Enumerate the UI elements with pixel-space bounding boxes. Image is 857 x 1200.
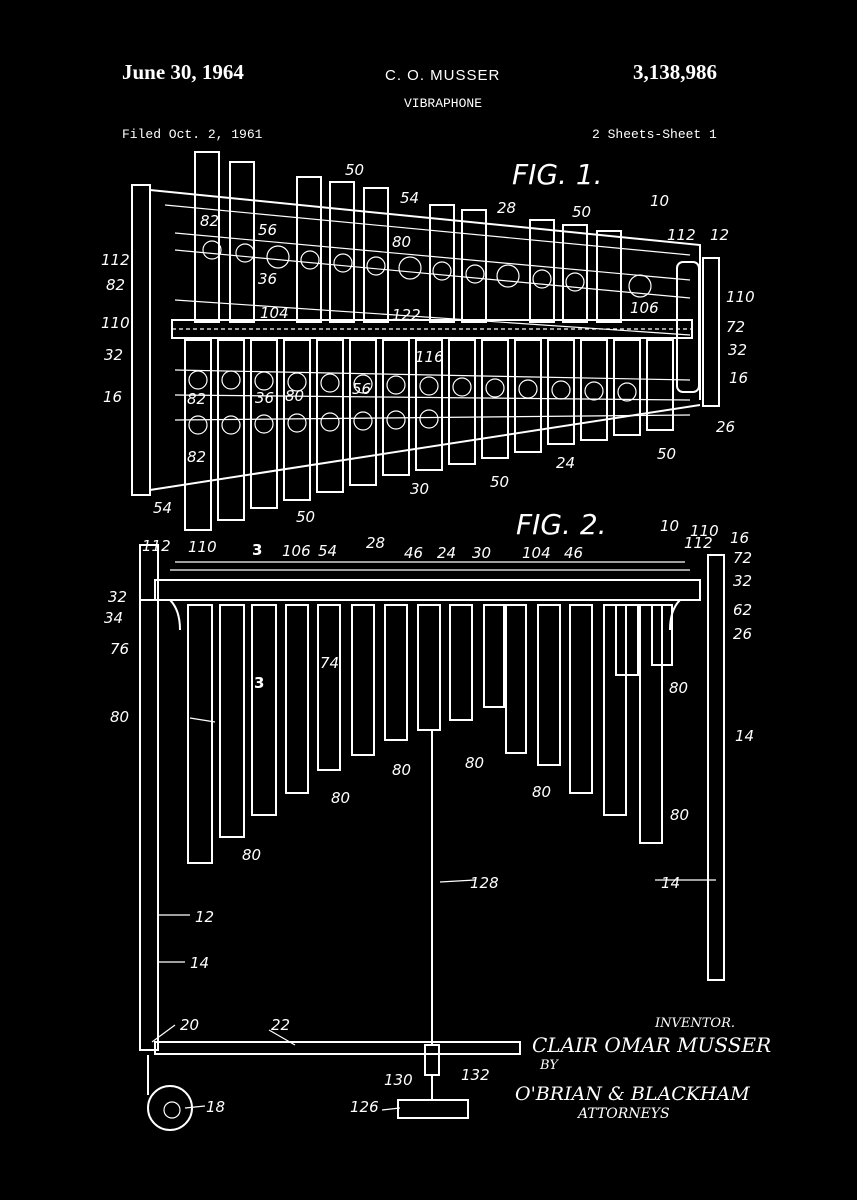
- svg-text:104: 104: [260, 304, 289, 322]
- fig1-label: FIG. 1.: [512, 158, 603, 191]
- svg-text:72: 72: [733, 549, 752, 567]
- svg-text:126: 126: [350, 1098, 379, 1116]
- svg-text:116: 116: [415, 348, 444, 366]
- svg-text:24: 24: [556, 454, 575, 472]
- svg-text:50: 50: [657, 445, 676, 463]
- svg-text:82: 82: [187, 448, 206, 466]
- svg-text:28: 28: [366, 534, 385, 552]
- svg-text:122: 122: [392, 306, 421, 324]
- svg-text:112: 112: [667, 226, 696, 244]
- inventor-header: C. O. MUSSER: [385, 67, 501, 84]
- svg-text:32: 32: [728, 341, 747, 359]
- svg-text:34: 34: [104, 609, 123, 627]
- svg-text:80: 80: [331, 789, 350, 807]
- svg-text:56: 56: [258, 221, 277, 239]
- svg-text:132: 132: [461, 1066, 490, 1084]
- fig2-drawing: [139, 544, 725, 1131]
- svg-text:112: 112: [684, 534, 713, 552]
- svg-text:12: 12: [195, 908, 214, 926]
- fig2-label: FIG. 2.: [516, 508, 607, 541]
- svg-text:76: 76: [110, 640, 129, 658]
- svg-text:110: 110: [101, 314, 130, 332]
- svg-text:10: 10: [660, 517, 679, 535]
- svg-text:110: 110: [726, 288, 755, 306]
- svg-text:32: 32: [108, 588, 127, 606]
- svg-text:12: 12: [710, 226, 729, 244]
- svg-text:50: 50: [296, 508, 315, 526]
- svg-text:26: 26: [716, 418, 735, 436]
- svg-text:50: 50: [572, 203, 591, 221]
- svg-text:112: 112: [101, 251, 130, 269]
- svg-text:14: 14: [735, 727, 754, 745]
- patent-date: June 30, 1964: [122, 60, 244, 84]
- attorneys-name: O'BRIAN & BLACKHAM: [515, 1083, 750, 1105]
- svg-text:80: 80: [532, 783, 551, 801]
- svg-text:54: 54: [400, 189, 419, 207]
- attorneys-label: ATTORNEYS: [578, 1106, 670, 1122]
- svg-text:82: 82: [200, 212, 219, 230]
- filed-date: Filed Oct. 2, 1961: [122, 127, 263, 142]
- svg-text:104: 104: [522, 544, 551, 562]
- svg-text:106: 106: [630, 299, 659, 317]
- inventor-label: INVENTOR.: [655, 1016, 736, 1031]
- svg-text:80: 80: [242, 846, 261, 864]
- svg-text:16: 16: [103, 388, 122, 406]
- patent-number: 3,138,986: [633, 60, 717, 84]
- svg-text:50: 50: [490, 473, 509, 491]
- svg-text:26: 26: [733, 625, 752, 643]
- svg-text:3: 3: [254, 674, 264, 692]
- patent-title: VIBRAPHONE: [404, 96, 483, 111]
- svg-text:28: 28: [497, 199, 516, 217]
- svg-text:72: 72: [726, 318, 745, 336]
- svg-text:82: 82: [187, 390, 206, 408]
- svg-text:3: 3: [252, 541, 262, 559]
- svg-text:110: 110: [188, 538, 217, 556]
- svg-text:50: 50: [345, 161, 364, 179]
- svg-text:32: 32: [733, 572, 752, 590]
- svg-text:110: 110: [690, 522, 719, 540]
- svg-text:36: 36: [258, 270, 277, 288]
- svg-text:106: 106: [282, 542, 311, 560]
- svg-text:80: 80: [392, 233, 411, 251]
- svg-text:54: 54: [318, 542, 337, 560]
- svg-text:130: 130: [384, 1071, 413, 1089]
- svg-text:46: 46: [564, 544, 583, 562]
- by-label: BY: [540, 1058, 558, 1073]
- svg-text:128: 128: [470, 874, 499, 892]
- svg-text:24: 24: [437, 544, 456, 562]
- svg-text:62: 62: [733, 601, 752, 619]
- svg-text:112: 112: [142, 537, 171, 555]
- svg-text:80: 80: [392, 761, 411, 779]
- svg-text:80: 80: [285, 387, 304, 405]
- svg-text:30: 30: [410, 480, 429, 498]
- svg-text:14: 14: [661, 874, 680, 892]
- svg-text:20: 20: [180, 1016, 199, 1034]
- svg-text:16: 16: [730, 529, 749, 547]
- svg-text:46: 46: [404, 544, 423, 562]
- sheet-info: 2 Sheets-Sheet 1: [592, 127, 717, 142]
- svg-text:80: 80: [110, 708, 129, 726]
- inventor-full-name: CLAIR OMAR MUSSER: [532, 1033, 772, 1057]
- svg-text:22: 22: [271, 1016, 290, 1034]
- svg-text:54: 54: [153, 499, 172, 517]
- svg-text:10: 10: [650, 192, 669, 210]
- fig1-drawing: [131, 151, 720, 531]
- svg-text:16: 16: [729, 369, 748, 387]
- svg-text:80: 80: [670, 806, 689, 824]
- svg-text:80: 80: [465, 754, 484, 772]
- svg-text:14: 14: [190, 954, 209, 972]
- svg-text:82: 82: [106, 276, 125, 294]
- svg-text:36: 36: [255, 389, 274, 407]
- svg-text:74: 74: [320, 654, 339, 672]
- svg-text:32: 32: [104, 346, 123, 364]
- svg-text:30: 30: [472, 544, 491, 562]
- svg-text:56: 56: [352, 380, 371, 398]
- svg-text:80: 80: [669, 679, 688, 697]
- svg-text:18: 18: [206, 1098, 225, 1116]
